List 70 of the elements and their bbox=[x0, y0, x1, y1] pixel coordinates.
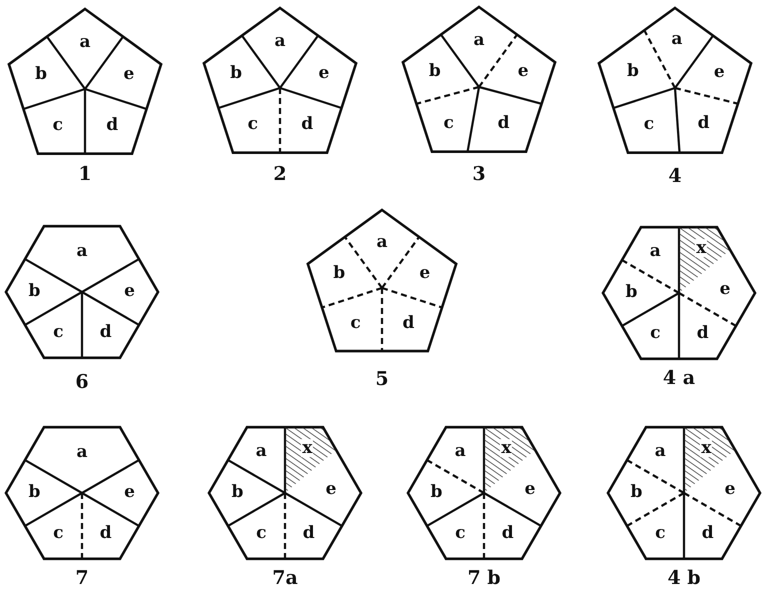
region-letter: d bbox=[498, 114, 510, 132]
region-letter: b bbox=[428, 62, 441, 80]
region-letter: a bbox=[671, 30, 682, 49]
region-letter: d bbox=[402, 314, 414, 333]
region-letter: e bbox=[419, 264, 430, 282]
region-letter: d bbox=[106, 116, 118, 134]
region-letter: x bbox=[695, 239, 708, 258]
region-letter: c bbox=[52, 116, 64, 134]
region-letter: a bbox=[79, 32, 90, 51]
region-letter: a bbox=[256, 442, 267, 460]
region-letter: e bbox=[724, 480, 736, 499]
region-letter: b bbox=[626, 62, 639, 80]
region-letter: b bbox=[35, 64, 47, 83]
figure-number: 4 bbox=[668, 166, 682, 186]
region-letter: x bbox=[500, 439, 512, 458]
figure-number: 7a bbox=[272, 568, 298, 588]
region-letter: b bbox=[626, 283, 638, 302]
region-letter: e bbox=[720, 280, 730, 299]
figure-number: 6 bbox=[75, 372, 89, 392]
region-letter: e bbox=[518, 62, 529, 80]
region-letter: b bbox=[232, 483, 244, 502]
region-letter: c bbox=[53, 524, 64, 542]
region-letter: c bbox=[655, 524, 666, 542]
region-letter: b bbox=[630, 483, 642, 502]
figure-number: 5 bbox=[375, 369, 389, 389]
figure-number: 2 bbox=[273, 164, 287, 184]
region-letter: c bbox=[444, 114, 454, 132]
region-letter: x bbox=[301, 439, 314, 458]
region-letter: e bbox=[124, 64, 134, 83]
region-letter: e bbox=[714, 62, 725, 81]
region-letter: b bbox=[430, 483, 442, 502]
figure-number: 4 b bbox=[667, 568, 701, 588]
figure-number: 1 bbox=[78, 164, 92, 184]
figure-number: 7 bbox=[75, 568, 89, 588]
region-letter: d bbox=[100, 524, 112, 542]
region-letter: c bbox=[256, 524, 266, 542]
region-letter: a bbox=[654, 442, 666, 460]
region-letter: c bbox=[650, 324, 660, 342]
region-letter: a bbox=[274, 32, 286, 50]
region-letter: d bbox=[100, 323, 112, 342]
region-letter: a bbox=[454, 442, 466, 460]
region-letter: c bbox=[350, 314, 361, 333]
region-letter: d bbox=[696, 324, 709, 342]
figure-number: 7 b bbox=[467, 568, 501, 588]
region-letter: a bbox=[650, 242, 661, 260]
region-letter: c bbox=[53, 323, 64, 342]
region-letter: a bbox=[76, 444, 88, 462]
region-letter: b bbox=[230, 64, 242, 82]
region-letter: e bbox=[524, 480, 536, 499]
region-letter: d bbox=[698, 114, 710, 132]
region-letter: a bbox=[76, 242, 88, 261]
region-letter: a bbox=[376, 233, 388, 252]
region-letter: c bbox=[644, 115, 654, 134]
region-letter: d bbox=[302, 524, 315, 542]
region-letter: d bbox=[702, 524, 714, 542]
region-letter: x bbox=[700, 439, 712, 458]
region-letter: d bbox=[502, 524, 514, 542]
region-letter: b bbox=[28, 483, 40, 502]
region-letter: b bbox=[28, 282, 40, 300]
region-letter: c bbox=[455, 524, 466, 542]
figure-number: 4 a bbox=[662, 368, 696, 388]
region-letter: a bbox=[473, 30, 484, 49]
region-letter: e bbox=[124, 282, 135, 300]
region-letter: e bbox=[318, 64, 330, 82]
figure-number: 3 bbox=[472, 164, 486, 184]
region-letter: c bbox=[248, 115, 258, 134]
region-letter: e bbox=[326, 480, 336, 499]
region-letter: e bbox=[124, 483, 135, 502]
region-letter: b bbox=[333, 264, 346, 282]
region-letter: d bbox=[301, 115, 314, 134]
